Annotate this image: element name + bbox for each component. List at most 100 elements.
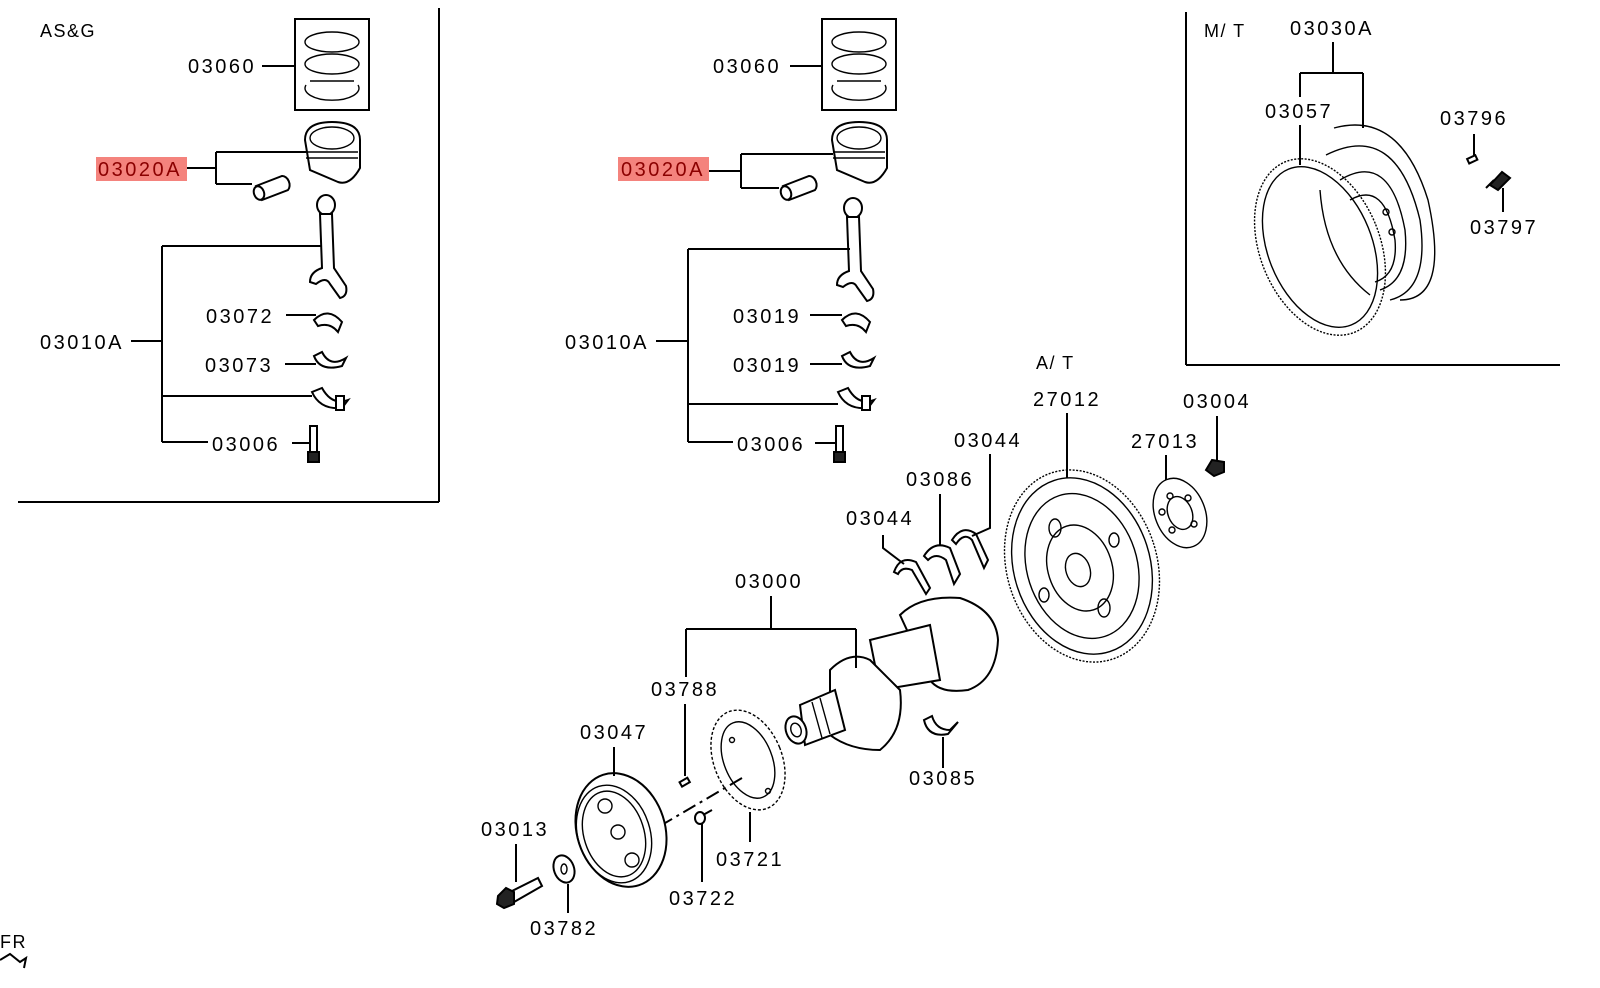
connecting-rod-icon[interactable] xyxy=(835,197,875,303)
rod-cap-icon[interactable] xyxy=(310,386,351,411)
callout-03782[interactable]: 03782 xyxy=(530,884,598,940)
svg-text:03010A: 03010A xyxy=(40,332,124,354)
svg-text:03060: 03060 xyxy=(713,56,781,78)
crankshaft-group: 03044 03086 03044 03000 xyxy=(481,430,1022,940)
callout-27013[interactable]: 27013 xyxy=(1131,431,1199,480)
main-bearing-lower-icon[interactable] xyxy=(922,714,959,736)
svg-text:03722: 03722 xyxy=(669,888,737,910)
svg-text:03004: 03004 xyxy=(1183,391,1251,413)
svg-text:03019: 03019 xyxy=(733,355,801,377)
flywheel-bolt-icon[interactable] xyxy=(1485,170,1512,192)
callout-03044-upper[interactable]: 03044 xyxy=(954,430,1022,537)
piston-pin-icon[interactable] xyxy=(252,175,291,202)
washer-icon[interactable] xyxy=(550,852,578,885)
thrust-bearing-lower-icon[interactable] xyxy=(892,559,932,596)
highlight-box xyxy=(618,157,709,181)
svg-text:03782: 03782 xyxy=(530,918,598,940)
callout-03019-lower[interactable]: 03019 xyxy=(733,355,842,377)
main-bearing-upper-icon[interactable] xyxy=(922,544,962,587)
svg-text:03797: 03797 xyxy=(1470,217,1538,239)
callout-03796[interactable]: 03796 xyxy=(1440,108,1508,155)
callout-03085[interactable]: 03085 xyxy=(909,737,977,790)
callout-03057[interactable]: 03057 xyxy=(1265,101,1333,165)
woodruff-key-icon[interactable] xyxy=(678,776,692,788)
drive-plate-icon[interactable] xyxy=(980,450,1183,683)
connecting-rod-icon[interactable] xyxy=(308,194,348,300)
svg-text:03085: 03085 xyxy=(909,768,977,790)
section-label-at: A/ T xyxy=(1036,353,1075,373)
svg-text:03006: 03006 xyxy=(737,434,805,456)
rod-bearing-upper-icon[interactable] xyxy=(840,312,872,334)
callout-03072[interactable]: 03072 xyxy=(206,306,316,328)
callout-03030A[interactable]: 03030A xyxy=(1290,18,1374,128)
rod-bearing-lower-icon[interactable] xyxy=(840,350,877,369)
mt-section-border xyxy=(1185,12,1560,366)
rod-bearing-lower-icon[interactable] xyxy=(312,350,349,369)
callout-03004[interactable]: 03004 xyxy=(1183,391,1251,460)
callout-03086[interactable]: 03086 xyxy=(906,469,974,546)
callout-03060-asg[interactable]: 03060 xyxy=(188,56,295,78)
svg-text:03057: 03057 xyxy=(1265,101,1333,123)
dowel-pin-icon[interactable] xyxy=(1465,153,1479,165)
adapter-plate-icon[interactable] xyxy=(1143,470,1216,555)
svg-text:03013: 03013 xyxy=(481,819,549,841)
pulley-bolt-icon[interactable] xyxy=(495,876,544,910)
callout-03013[interactable]: 03013 xyxy=(481,819,549,882)
callout-03044-lower[interactable]: 03044 xyxy=(846,508,914,565)
front-direction-indicator: FR xyxy=(0,932,28,969)
callout-03010A-asg[interactable]: 03010A xyxy=(40,245,322,443)
ring-gear-icon[interactable] xyxy=(1230,139,1410,355)
thrust-bearing-upper-icon[interactable] xyxy=(950,529,990,571)
mt-flywheel-group: 03030A 03057 03796 03797 xyxy=(1230,18,1538,355)
svg-text:27012: 27012 xyxy=(1033,389,1101,411)
std-piston-group: 03060 03020A xyxy=(565,18,897,463)
svg-text:03788: 03788 xyxy=(651,679,719,701)
svg-text:03044: 03044 xyxy=(954,430,1022,452)
damper-pulley-icon[interactable] xyxy=(561,761,681,899)
callout-03019-upper[interactable]: 03019 xyxy=(733,306,842,328)
rod-bearing-upper-icon[interactable] xyxy=(312,312,344,334)
callout-03006-std[interactable]: 03006 xyxy=(737,434,836,456)
direction-label: FR xyxy=(0,932,27,952)
svg-text:03073: 03073 xyxy=(205,355,273,377)
svg-text:03721: 03721 xyxy=(716,849,784,871)
piston-icon[interactable] xyxy=(830,120,888,184)
rod-bolt-icon[interactable] xyxy=(833,425,846,463)
drive-plate-bolt-icon[interactable] xyxy=(1204,458,1225,478)
arrow-icon xyxy=(0,952,28,969)
asg-piston-group: 03060 03020A xyxy=(40,18,370,463)
crankshaft-icon[interactable] xyxy=(782,596,1000,752)
callout-03060-std[interactable]: 03060 xyxy=(713,56,822,78)
rod-bolt-icon[interactable] xyxy=(307,425,320,463)
callout-27012[interactable]: 27012 xyxy=(1033,389,1101,478)
callout-03047[interactable]: 03047 xyxy=(580,722,648,776)
callout-03006-asg[interactable]: 03006 xyxy=(212,434,310,456)
piston-icon[interactable] xyxy=(303,120,361,184)
rod-cap-icon[interactable] xyxy=(836,386,877,411)
callout-03020A-std[interactable]: 03020A xyxy=(618,153,833,189)
callout-03020A-asg[interactable]: 03020A xyxy=(96,151,306,185)
callout-03722[interactable]: 03722 xyxy=(669,824,737,910)
piston-pin-icon[interactable] xyxy=(779,175,818,202)
flywheel-icon[interactable] xyxy=(1319,124,1436,301)
callout-03000[interactable]: 03000 xyxy=(685,571,857,677)
sensor-plate-icon[interactable] xyxy=(697,699,799,821)
svg-text:03086: 03086 xyxy=(906,469,974,491)
callout-03797[interactable]: 03797 xyxy=(1470,188,1538,239)
callout-03010A-std[interactable]: 03010A xyxy=(565,248,850,443)
at-driveplate-group: 27012 27013 03004 xyxy=(980,389,1251,683)
svg-text:03006: 03006 xyxy=(212,434,280,456)
callout-03788[interactable]: 03788 xyxy=(651,679,719,776)
callout-03721[interactable]: 03721 xyxy=(716,812,784,871)
piston-ring-set-icon[interactable] xyxy=(294,18,370,111)
svg-text:03047: 03047 xyxy=(580,722,648,744)
svg-text:03030A: 03030A xyxy=(1290,18,1374,40)
svg-text:03060: 03060 xyxy=(188,56,256,78)
piston-ring-set-icon[interactable] xyxy=(821,18,897,111)
screw-icon[interactable] xyxy=(694,809,713,825)
svg-text:03010A: 03010A xyxy=(565,332,649,354)
section-label-asg: AS&G xyxy=(40,21,96,41)
callout-03073[interactable]: 03073 xyxy=(205,355,316,377)
svg-text:03072: 03072 xyxy=(206,306,274,328)
